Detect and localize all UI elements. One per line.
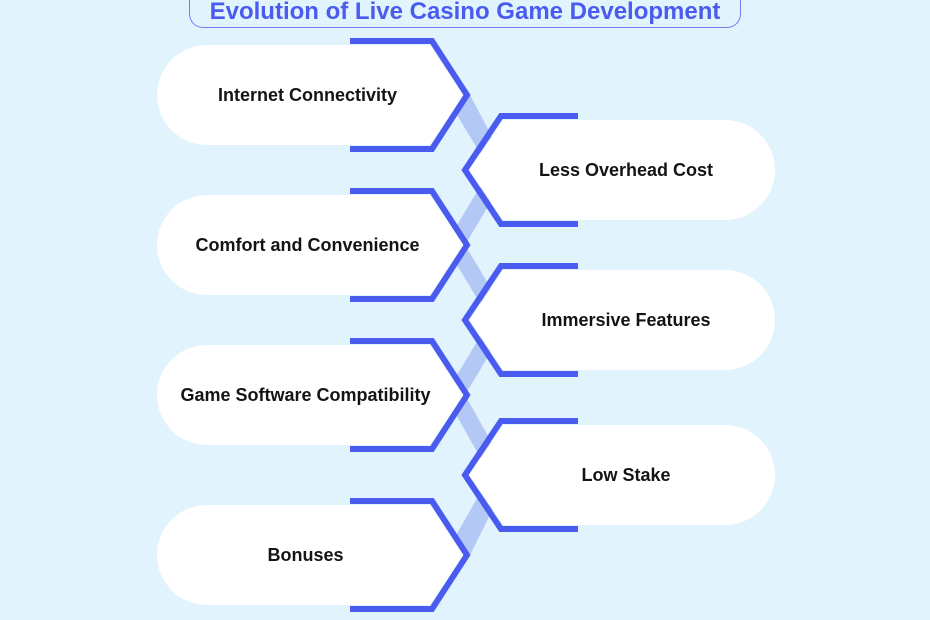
diagram-title: Evolution of Live Casino Game Developmen… xyxy=(189,0,741,28)
right-card xyxy=(469,270,775,370)
right-card-border xyxy=(461,418,578,532)
left-card xyxy=(157,45,464,145)
left-item-label: Game Software Compatibility xyxy=(180,384,431,405)
right-item-label: Immersive Features xyxy=(541,309,711,330)
right-card xyxy=(469,425,775,525)
left-card xyxy=(157,195,464,295)
right-item-label: Less Overhead Cost xyxy=(538,159,714,180)
left-card-border xyxy=(350,338,471,452)
right-card-border xyxy=(461,263,578,377)
right-card-border xyxy=(461,113,578,227)
right-card xyxy=(469,120,775,220)
left-card xyxy=(157,505,464,605)
left-item-label: Comfort and Convenience xyxy=(195,234,420,255)
right-item-label: Low Stake xyxy=(581,464,671,485)
left-card-border xyxy=(350,38,471,152)
left-item-label: Bonuses xyxy=(267,544,344,565)
left-card-border xyxy=(350,188,471,302)
left-card xyxy=(157,345,464,445)
left-card-border xyxy=(350,498,471,612)
left-item-label: Internet Connectivity xyxy=(217,84,398,105)
